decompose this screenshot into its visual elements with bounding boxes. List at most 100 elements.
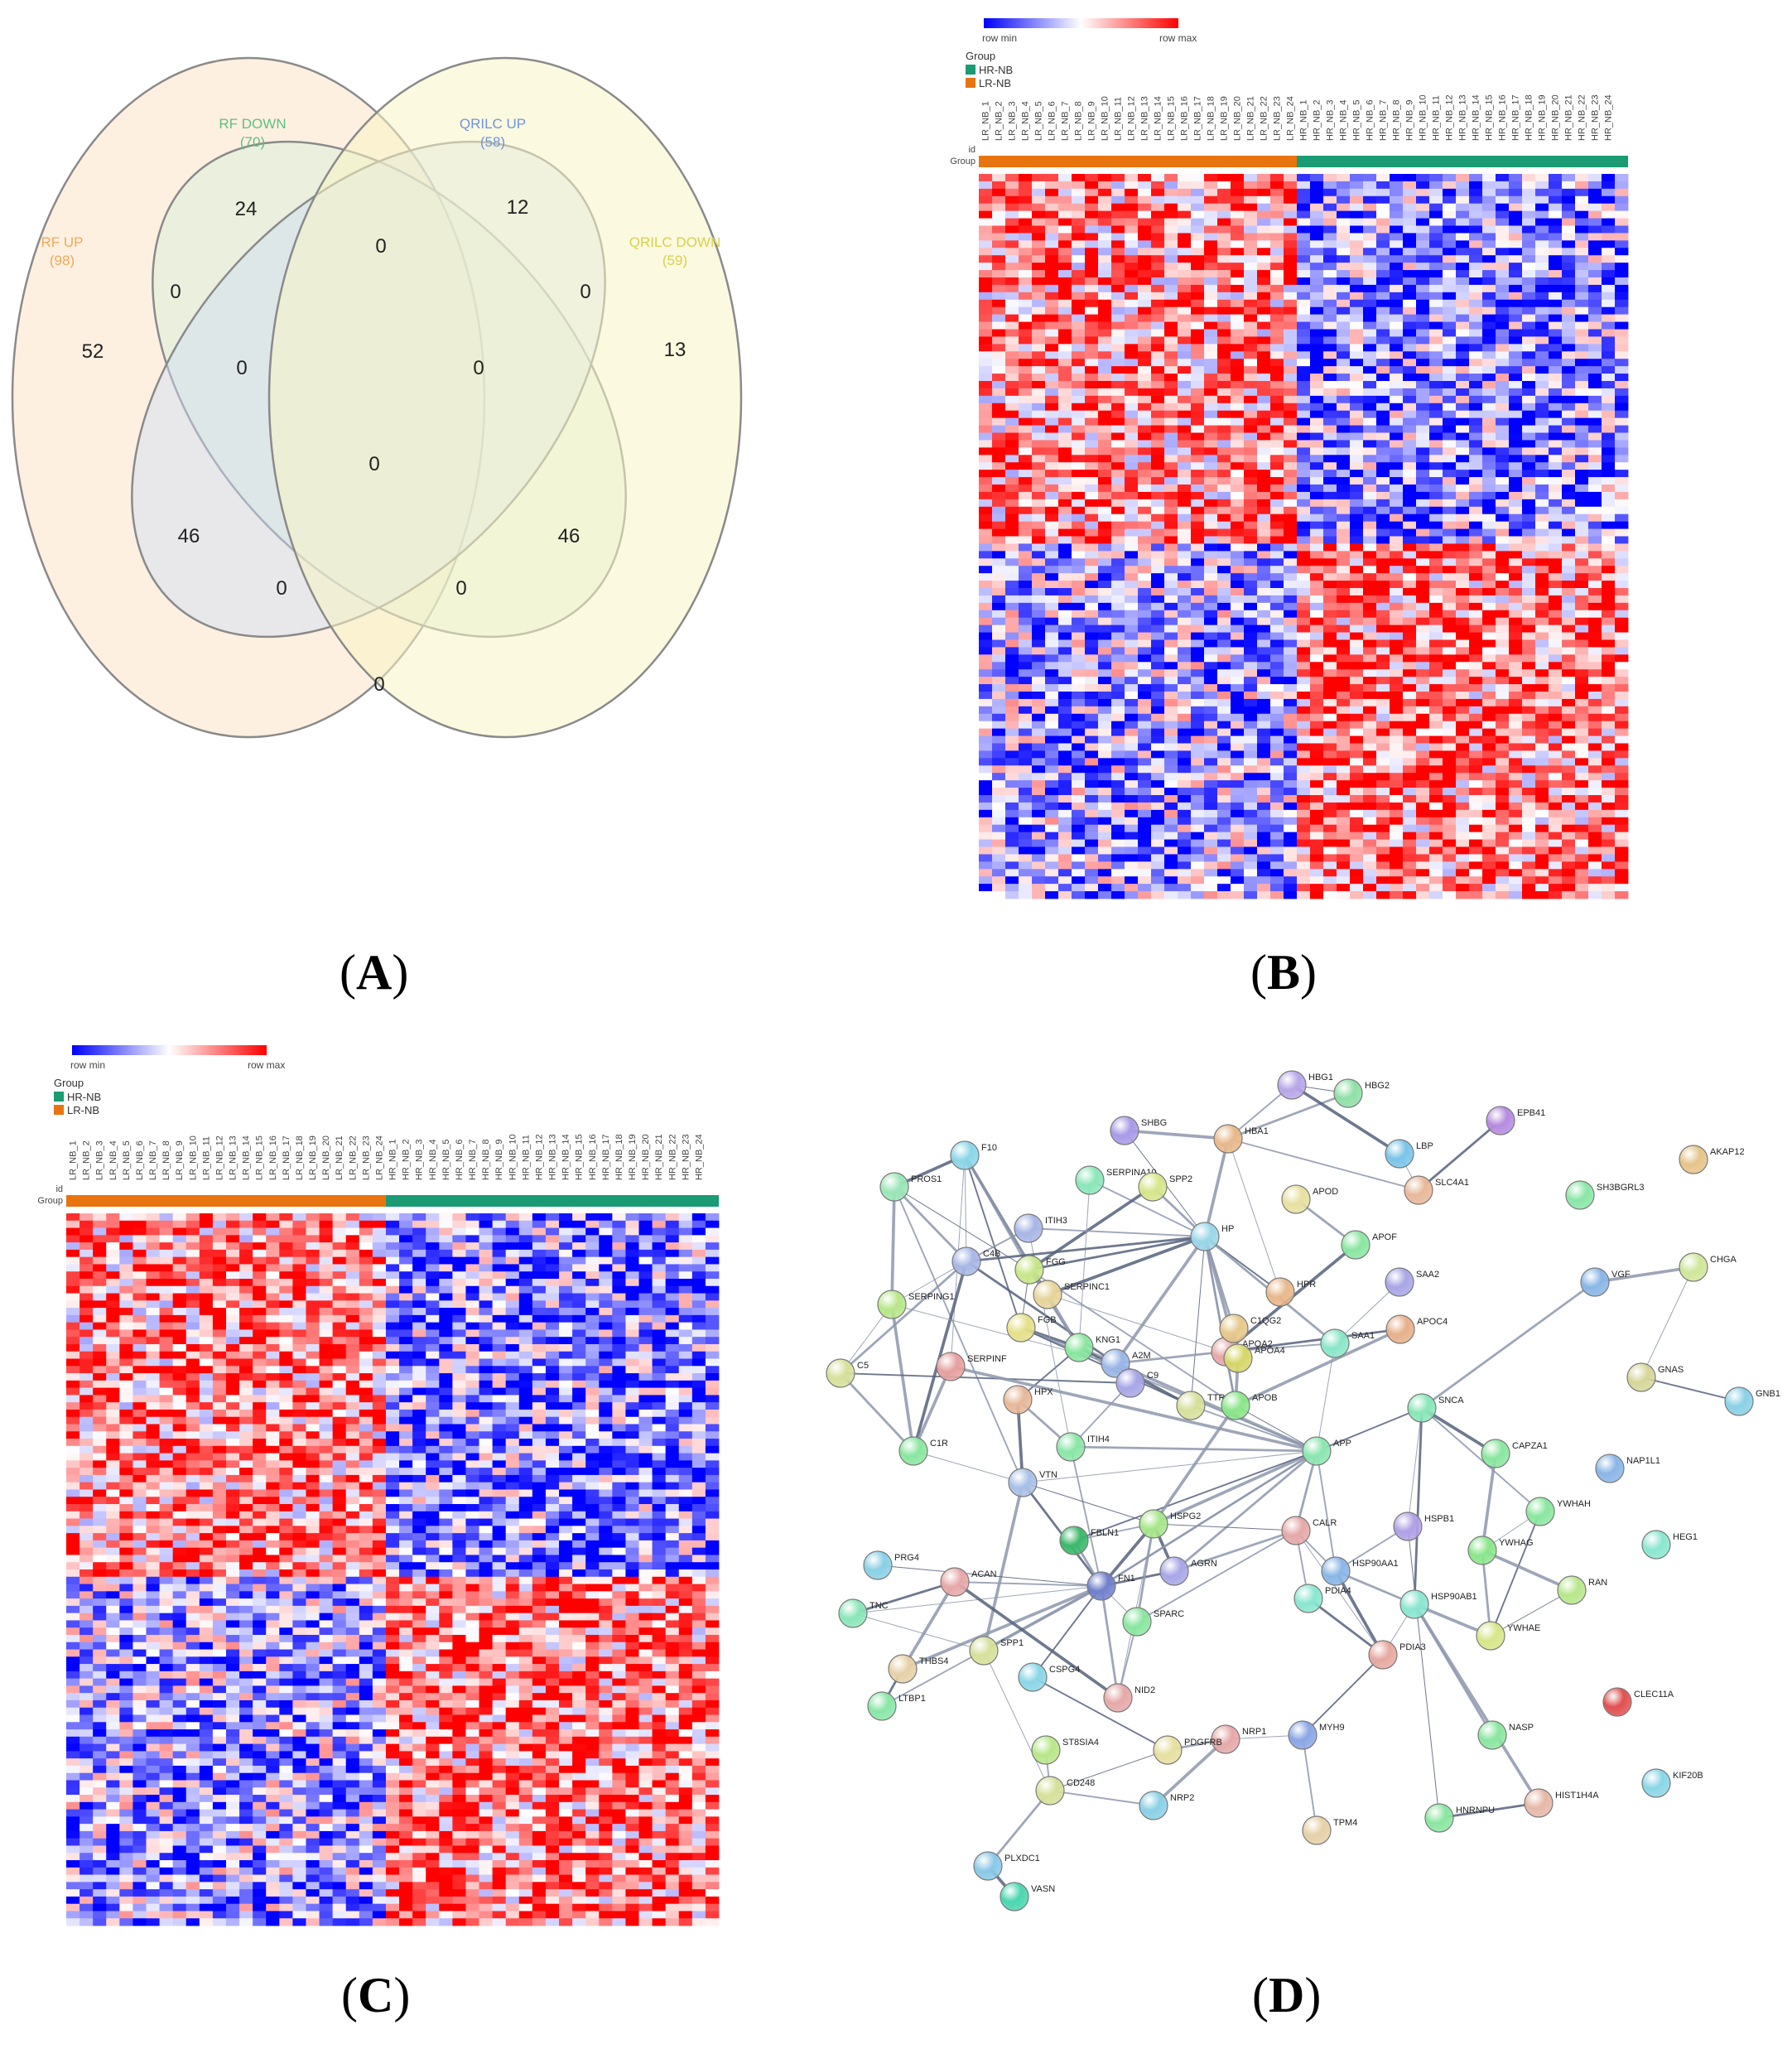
heatmap-cell xyxy=(1217,528,1231,537)
heatmap-cell xyxy=(1151,728,1165,736)
heatmap-cell xyxy=(1151,174,1165,182)
heatmap-cell xyxy=(1602,662,1616,670)
heatmap-cell xyxy=(1085,698,1099,707)
heatmap-cell xyxy=(1019,692,1033,700)
heatmap-cell xyxy=(1337,506,1351,515)
heatmap-cell xyxy=(1297,581,1311,589)
heatmap-cell xyxy=(1376,506,1390,515)
heatmap-cell xyxy=(1588,263,1602,271)
heatmap-cell xyxy=(1588,728,1602,736)
heatmap-cell xyxy=(1257,773,1271,781)
heatmap-cell xyxy=(1482,351,1496,359)
heatmap-cell xyxy=(1244,513,1258,523)
heatmap-cell xyxy=(1045,359,1059,367)
heatmap-cell xyxy=(1151,861,1165,870)
heatmap-cell xyxy=(1456,566,1470,574)
heatmap-cell xyxy=(1284,780,1298,788)
heatmap-cell xyxy=(1191,499,1205,508)
heatmap-cell xyxy=(1085,174,1099,182)
heatmap-cell xyxy=(1151,573,1165,581)
heatmap-cell xyxy=(1310,558,1324,566)
heatmap-cell xyxy=(1270,395,1284,404)
heatmap-cell xyxy=(1244,884,1258,892)
heatmap-cell xyxy=(1178,506,1192,515)
heatmap-cell xyxy=(1416,470,1430,478)
heatmap-cell xyxy=(1164,566,1178,574)
heatmap-cell xyxy=(1549,566,1563,574)
sample-label: HR_NB_8 xyxy=(481,1139,491,1180)
heatmap-cell xyxy=(1310,521,1324,529)
heatmap-cell xyxy=(1138,181,1152,190)
heatmap-cell xyxy=(1337,248,1351,256)
heatmap-cell xyxy=(1310,240,1324,248)
heatmap-cell xyxy=(1443,477,1457,485)
heatmap-cell xyxy=(992,374,1006,382)
heatmap-cell xyxy=(1151,566,1165,574)
heatmap-cell xyxy=(1469,639,1483,648)
heatmap-cell xyxy=(1350,595,1364,604)
heatmap-cell xyxy=(1390,499,1404,508)
heatmap-cell xyxy=(1588,491,1602,500)
heatmap-cell xyxy=(1310,417,1324,426)
heatmap-cell xyxy=(1019,876,1033,885)
heatmap-cell xyxy=(1045,344,1059,352)
sample-label: HR_NB_7 xyxy=(1379,99,1389,141)
heatmap-cell xyxy=(1416,573,1430,581)
heatmap-cell xyxy=(1151,506,1165,515)
heatmap-cell xyxy=(1496,558,1510,566)
heatmap-cell xyxy=(1164,698,1178,707)
heatmap-cell xyxy=(1522,181,1536,190)
heatmap-cell xyxy=(1019,329,1033,337)
heatmap-cell xyxy=(1085,255,1099,263)
heatmap-cell xyxy=(1562,773,1576,781)
heatmap-cell xyxy=(1443,713,1457,722)
heatmap-cell xyxy=(992,470,1006,478)
heatmap-cell xyxy=(1429,639,1443,648)
heatmap-cell xyxy=(1072,506,1086,515)
heatmap-cell xyxy=(1297,647,1311,655)
heatmap-cell xyxy=(1045,773,1059,781)
heatmap-cell xyxy=(1231,513,1245,523)
heatmap-cell xyxy=(1164,225,1178,234)
heatmap-cell xyxy=(1509,470,1523,478)
heatmap-cell xyxy=(1456,869,1470,877)
heatmap-cell xyxy=(1562,743,1576,751)
heatmap-cell xyxy=(1257,750,1271,759)
heatmap-cell xyxy=(1456,233,1470,241)
heatmap-cell xyxy=(1416,270,1430,278)
heatmap-cell xyxy=(1085,788,1099,796)
heatmap-cell xyxy=(1403,788,1417,796)
heatmap-cell xyxy=(979,403,993,412)
heatmap-cell xyxy=(1270,573,1284,581)
heatmap-cell xyxy=(1575,884,1589,892)
heatmap-cell xyxy=(1270,195,1284,205)
heatmap-cell xyxy=(992,263,1006,271)
heatmap-cell xyxy=(1429,425,1443,433)
heatmap-cell xyxy=(1297,684,1311,692)
heatmap-cell xyxy=(1032,573,1046,581)
heatmap-cell xyxy=(1191,329,1205,337)
heatmap-cell xyxy=(1072,610,1086,619)
sample-label: LR_NB_3 xyxy=(95,1140,105,1180)
heatmap-cell xyxy=(1019,684,1033,692)
heatmap-cell xyxy=(1615,263,1629,271)
heatmap-cell xyxy=(1363,861,1377,870)
heatmap-cell xyxy=(1350,344,1364,352)
heatmap-cell xyxy=(1244,455,1258,463)
heatmap-cell xyxy=(1058,566,1072,574)
heatmap-cell xyxy=(1456,359,1470,367)
heatmap-cell xyxy=(1178,832,1192,840)
heatmap-cell xyxy=(1429,677,1443,685)
heatmap-cell xyxy=(1217,654,1231,663)
heatmap-cell xyxy=(1376,581,1390,589)
heatmap-cell xyxy=(1416,240,1430,248)
heatmap-cell xyxy=(1416,669,1430,677)
heatmap-cell xyxy=(992,809,1006,818)
heatmap-cell xyxy=(1482,284,1496,293)
heatmap-cell xyxy=(1310,499,1324,508)
heatmap-cell xyxy=(1482,233,1496,241)
sample-label: HR_NB_19 xyxy=(1538,94,1548,141)
heatmap-cell xyxy=(345,1213,360,1222)
heatmap-cell xyxy=(1443,692,1457,700)
